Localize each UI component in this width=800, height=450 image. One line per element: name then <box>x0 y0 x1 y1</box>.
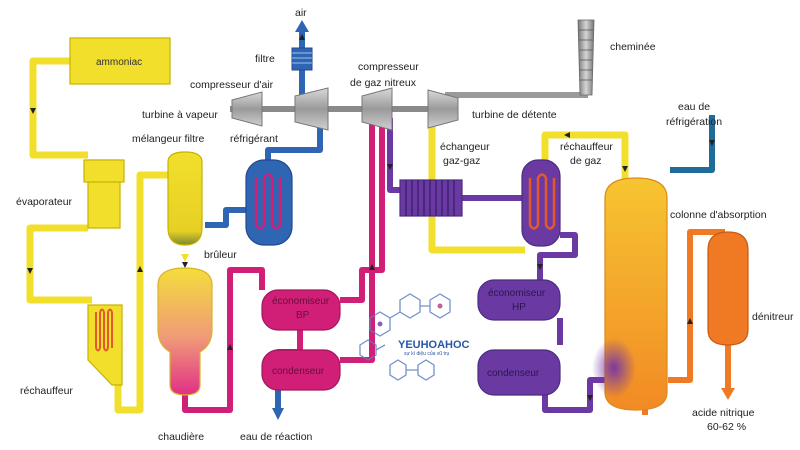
economiseur-bp-label-1: économiseur <box>272 296 330 307</box>
evaporator-top <box>83 159 125 183</box>
label-echangeur-2: gaz-gaz <box>443 155 480 167</box>
turbine-detente <box>427 89 459 129</box>
label-acide-2: 60-62 % <box>707 421 746 433</box>
label-compresseur-gaz-2: de gaz nitreux <box>350 77 417 89</box>
pipe-compressor-to-exchanger <box>387 118 410 193</box>
ammoniac-label: ammoniac <box>96 57 142 68</box>
rechauffeur-de-gaz <box>521 159 561 247</box>
pipe-economiseur-to-compressor <box>340 118 385 303</box>
denitreur <box>707 231 749 346</box>
label-turbine-vapeur: turbine à vapeur <box>142 109 218 121</box>
pipes-yellow <box>26 57 629 414</box>
condenseur-right <box>477 349 561 396</box>
pipe-rechauffeur-gaz-to-column <box>541 131 629 185</box>
yeuhoahoc-logo: YEUHOAHOC sự kì diệu của vũ trụ <box>359 293 470 381</box>
compresseur-air <box>294 87 329 131</box>
label-filtre: filtre <box>255 53 275 65</box>
arrow-marker <box>182 262 188 268</box>
refrigerant <box>245 159 293 246</box>
economiseur-bp-label-2: BP <box>296 310 310 321</box>
melangeur-arrow <box>181 254 189 262</box>
refrigerant-coil <box>254 173 282 230</box>
label-eau-reaction: eau de réaction <box>240 431 313 443</box>
pipe-rechauffeur-to-melangeur <box>114 171 168 414</box>
pipe-rechauffeur-gaz-to-economiseur-hp <box>537 232 578 280</box>
label-refrigerant: réfrigérant <box>230 133 278 145</box>
condenseur-right-label: condenseur <box>487 368 540 379</box>
economiseur-hp-label-1: économiseur <box>488 288 546 299</box>
pipe-turbine-to-cheminee <box>445 85 588 102</box>
arrow-marker <box>387 164 393 170</box>
air-filter-grid <box>292 52 312 64</box>
pipes-gray <box>445 85 588 102</box>
label-denitreur: dénitreur <box>752 311 794 323</box>
air-filter <box>291 47 313 71</box>
arrow-acide-nitrique <box>721 388 735 400</box>
pipe-gas-to-exchanger-left <box>428 118 525 254</box>
rechauffeur-coil <box>95 312 113 348</box>
label-echangeur-1: échangeur <box>440 141 490 153</box>
pipes-teal <box>670 115 715 173</box>
pipe-chaudiere-to-economiseur <box>182 267 265 413</box>
label-compresseur-gaz-1: compresseur <box>358 61 419 73</box>
pipe-eau-refrigeration <box>670 115 715 173</box>
arrow-marker <box>587 395 593 401</box>
arrow-marker <box>709 140 715 146</box>
condenseur-left-label: condenseur <box>272 366 325 377</box>
label-cheminee: cheminée <box>610 41 656 53</box>
compresseur-gaz-nitreux <box>361 87 393 131</box>
condenseur-left <box>261 349 341 391</box>
label-compresseur-air: compresseur d'air <box>190 79 274 91</box>
logo-subtitle: sự kì diệu của vũ trụ <box>404 350 450 357</box>
arrow-marker <box>564 132 570 138</box>
ammoniac-tank <box>69 37 171 85</box>
economiseur-bp <box>261 289 341 331</box>
label-bruleur: brûleur <box>204 249 237 261</box>
label-rechauffeur: réchauffeur <box>20 385 73 397</box>
cheminee-rings <box>579 29 593 81</box>
pipe-refrigerant-to-melangeur <box>205 207 246 228</box>
label-turbine-detente: turbine de détente <box>472 109 557 121</box>
echangeur-gaz-gaz <box>399 179 463 217</box>
pipe-condenseur-to-compressor <box>340 118 375 363</box>
echangeur-fins <box>405 180 455 216</box>
pipes-magenta <box>182 118 385 413</box>
colonne-blot <box>592 338 636 398</box>
label-chaudiere: chaudière <box>158 431 204 443</box>
cheminee <box>577 19 595 96</box>
arrow-eau-reaction <box>272 408 284 420</box>
arrow-marker <box>137 266 143 272</box>
label-melangeur-filtre: mélangeur filtre <box>132 133 205 145</box>
turbine-shaft <box>230 106 452 112</box>
arrow-marker <box>687 318 693 324</box>
melangeur-filtre <box>167 151 203 246</box>
arrow-marker <box>622 166 628 172</box>
label-colonne: colonne d'absorption <box>670 209 767 221</box>
arrow-air-in <box>295 20 309 32</box>
arrow-marker <box>299 34 305 40</box>
logo-text: YEUHOAHOC <box>398 339 470 351</box>
label-rechauffeur-gaz-2: de gaz <box>570 155 602 167</box>
economiseur-hp-label-2: HP <box>512 302 526 313</box>
label-eau-refrig-1: eau de <box>678 101 710 113</box>
arrow-marker <box>27 268 33 274</box>
arrow-marker <box>30 108 36 114</box>
economiseur-hp <box>477 279 561 321</box>
pipe-column-to-denitreur <box>668 229 725 383</box>
rechauffeur-gaz-coil <box>528 173 556 230</box>
pipe-evaporator-to-rechauffeur <box>26 224 92 304</box>
label-eau-refrig-2: réfrigération <box>666 116 722 128</box>
chaudiere <box>157 267 213 396</box>
arrow-marker <box>537 264 543 270</box>
turbine-vapeur <box>231 91 263 127</box>
rechauffeur-coil-bends <box>95 308 113 352</box>
label-rechauffeur-gaz-1: réchauffeur <box>560 141 613 153</box>
label-acide-1: acide nitrique <box>692 407 755 419</box>
arrow-marker <box>227 344 233 350</box>
arrow-marker <box>369 264 375 270</box>
label-air: air <box>295 7 307 19</box>
label-evaporateur: évaporateur <box>16 196 73 208</box>
